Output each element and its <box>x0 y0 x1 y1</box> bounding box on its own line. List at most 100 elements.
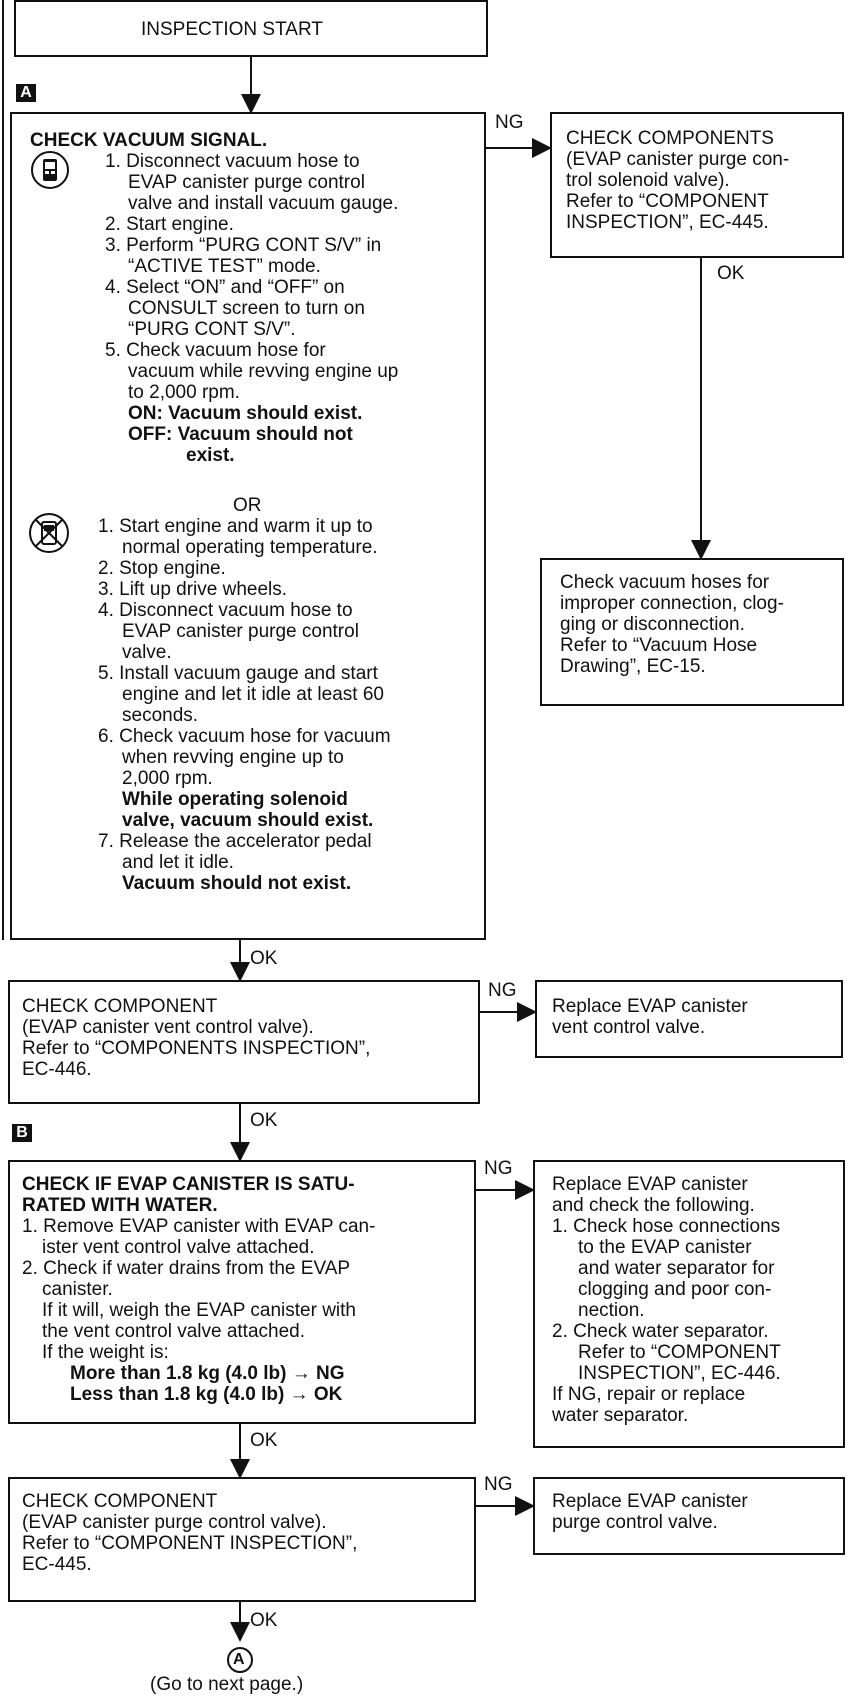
marker-a: A <box>16 84 36 102</box>
ok-label: OK <box>250 1610 278 1631</box>
box3-step: the vent control valve attached. <box>42 1321 305 1342</box>
ng-label: NG <box>488 980 517 1001</box>
box1-consult-step: 5. Check vacuum hose for <box>105 340 326 361</box>
box1-manual-step: 5. Install vacuum gauge and start <box>98 663 378 684</box>
box-r1-line: (EVAP canister purge con- <box>566 149 790 170</box>
box3-step: canister. <box>42 1279 113 1300</box>
replace-canister-check-box <box>533 1160 845 1448</box>
box1-consult-step: 2. Start engine. <box>105 214 234 235</box>
box2-line: (EVAP canister vent control valve). <box>22 1017 314 1038</box>
check-components-purge-solenoid-box <box>550 112 844 258</box>
box4-line: Refer to “COMPONENT INSPECTION”, <box>22 1533 358 1554</box>
box-r4-line: nection. <box>578 1300 645 1321</box>
box-r4-line: water separator. <box>552 1405 689 1426</box>
box3-step: If the weight is: <box>42 1342 169 1363</box>
box1-manual-step: EVAP canister purge control <box>122 621 359 642</box>
box-r3-line: vent control valve. <box>552 1017 706 1038</box>
box-r4-line: and water separator for <box>578 1258 775 1279</box>
ng-label: NG <box>495 112 524 133</box>
box4-line: EC-445. <box>22 1554 92 1575</box>
box-r4-line: Refer to “COMPONENT <box>578 1342 781 1363</box>
box3-title: CHECK IF EVAP CANISTER IS SATU- <box>22 1174 355 1195</box>
ok-label: OK <box>250 1110 278 1131</box>
box1-manual-step: 7. Release the accelerator pedal <box>98 831 372 852</box>
box1-manual-step: 6. Check vacuum hose for vacuum <box>98 726 391 747</box>
box1-consult-result: ON: Vacuum should exist. <box>128 403 363 424</box>
box-r2-line: Drawing”, EC-15. <box>560 656 706 677</box>
box3-step: If it will, weigh the EVAP canister with <box>42 1300 356 1321</box>
check-vacuum-hoses-box <box>540 558 844 706</box>
connector-label: A <box>233 1651 245 1668</box>
box-r2-line: ging or disconnection. <box>560 614 745 635</box>
replace-purge-valve-box <box>533 1477 845 1555</box>
marker-b: B <box>12 1124 32 1142</box>
check-component-vent-valve-box <box>8 980 480 1104</box>
replace-vent-valve-box <box>535 980 843 1058</box>
box-r4-line: to the EVAP canister <box>578 1237 752 1258</box>
box1-consult-step: 4. Select “ON” and “OFF” on <box>105 277 345 298</box>
box-r4-line: 2. Check water separator. <box>552 1321 769 1342</box>
box1-manual-step: when revving engine up to <box>122 747 344 768</box>
box3-step: 1. Remove EVAP canister with EVAP can- <box>22 1216 376 1237</box>
box1-manual-result: valve, vacuum should exist. <box>122 810 374 831</box>
box1-consult-step: EVAP canister purge control <box>128 172 365 193</box>
box1-manual-step: 1. Start engine and warm it up to <box>98 516 373 537</box>
box-r2-line: improper connection, clog- <box>560 593 784 614</box>
box1-manual-result: While operating solenoid <box>122 789 348 810</box>
box1-manual-step: engine and let it idle at least 60 <box>122 684 384 705</box>
box-r4-line: INSPECTION”, EC-446. <box>578 1363 781 1384</box>
box1-consult-result: OFF: Vacuum should not <box>128 424 353 445</box>
box-r4-line: 1. Check hose connections <box>552 1216 781 1237</box>
box1-consult-step: vacuum while revving engine up <box>128 361 399 382</box>
ok-label: OK <box>250 948 278 969</box>
ok-label: OK <box>250 1430 278 1451</box>
box-r5-line: Replace EVAP canister <box>552 1491 748 1512</box>
box1-consult-step: to 2,000 rpm. <box>128 382 240 403</box>
box3-result: More than 1.8 kg (4.0 lb) → NG <box>70 1363 345 1384</box>
box3-step: ister vent control valve attached. <box>42 1237 315 1258</box>
box1-manual-step: valve. <box>122 642 172 663</box>
check-vacuum-signal-box <box>10 112 486 940</box>
no-consult-icon <box>28 512 70 554</box>
box-r5-line: purge control valve. <box>552 1512 718 1533</box>
box1-title: CHECK VACUUM SIGNAL. <box>30 130 268 151</box>
box4-line: CHECK COMPONENT <box>22 1491 218 1512</box>
box-r4-line: If NG, repair or replace <box>552 1384 746 1405</box>
box1-manual-step: 3. Lift up drive wheels. <box>98 579 288 600</box>
box-r4-line: clogging and poor con- <box>578 1279 772 1300</box>
box1-manual-step: 4. Disconnect vacuum hose to <box>98 600 353 621</box>
box-r1-line: trol solenoid valve). <box>566 170 730 191</box>
box1-consult-step: CONSULT screen to turn on <box>128 298 365 319</box>
inspection-start-box: INSPECTION START <box>14 0 488 57</box>
box1-consult-step: “ACTIVE TEST” mode. <box>128 256 321 277</box>
box1-consult-step: “PURG CONT S/V”. <box>128 319 296 340</box>
consult-icon <box>30 150 70 190</box>
box-r1-line: Refer to “COMPONENT <box>566 191 769 212</box>
or-label: OR <box>233 495 262 516</box>
box-r2-line: Refer to “Vacuum Hose <box>560 635 758 656</box>
box1-consult-step: valve and install vacuum gauge. <box>128 193 399 214</box>
connector-circle <box>227 1647 253 1673</box>
box1-manual-step: seconds. <box>122 705 199 726</box>
box-r2-line: Check vacuum hoses for <box>560 572 770 593</box>
ok-label: OK <box>717 263 745 284</box>
box2-line: EC-446. <box>22 1059 92 1080</box>
next-page-note: (Go to next page.) <box>150 1674 304 1695</box>
check-component-purge-valve-box <box>8 1477 476 1602</box>
box4-line: (EVAP canister purge control valve). <box>22 1512 327 1533</box>
ng-label: NG <box>484 1474 513 1495</box>
box-r1-line: CHECK COMPONENTS <box>566 128 774 149</box>
box-r1-line: INSPECTION”, EC-445. <box>566 212 769 233</box>
check-canister-saturated-box <box>8 1160 476 1424</box>
box1-manual-step: 2,000 rpm. <box>122 768 213 789</box>
box2-line: CHECK COMPONENT <box>22 996 218 1017</box>
box3-result: Less than 1.8 kg (4.0 lb) → OK <box>70 1384 343 1405</box>
box1-consult-step: 1. Disconnect vacuum hose to <box>105 151 360 172</box>
box3-step: 2. Check if water drains from the EVAP <box>22 1258 351 1279</box>
box-r4-line: Replace EVAP canister <box>552 1174 748 1195</box>
box-r3-line: Replace EVAP canister <box>552 996 748 1017</box>
box1-manual-result: Vacuum should not exist. <box>122 873 352 894</box>
box1-manual-step: 2. Stop engine. <box>98 558 226 579</box>
start-label: INSPECTION START <box>141 19 323 40</box>
box1-consult-step: 3. Perform “PURG CONT S/V” in <box>105 235 382 256</box>
